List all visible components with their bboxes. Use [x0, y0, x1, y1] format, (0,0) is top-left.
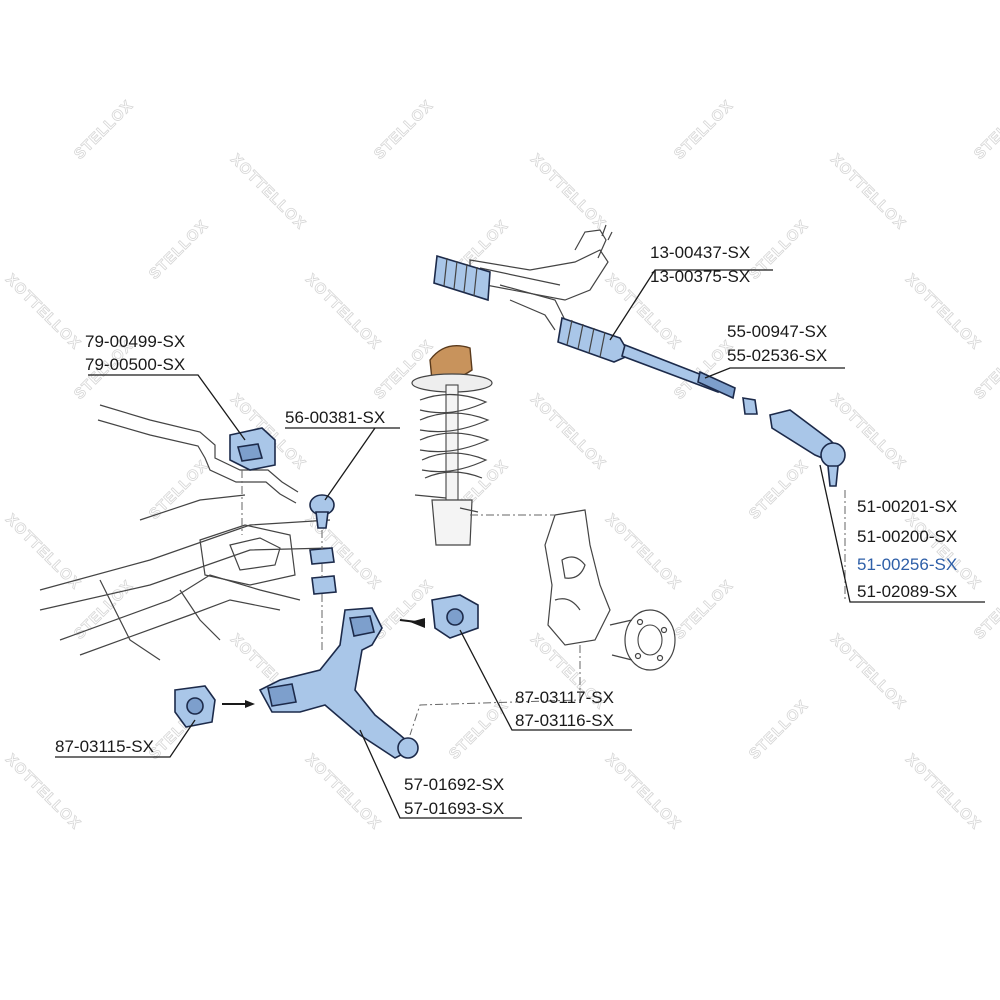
part-number: 51-00201-SX: [857, 497, 957, 516]
watermark-text: XOTTELLOX: [2, 271, 84, 353]
part-number: 13-00437-SX: [650, 243, 750, 262]
watermark-text: XOTTELLOX: [302, 751, 384, 833]
stabilizer-link: [309, 494, 337, 595]
part-number: 57-01692-SX: [404, 775, 504, 794]
part-number: 87-03116-SX: [515, 711, 614, 730]
part-number: 56-00381-SX: [285, 408, 385, 427]
watermark-text: STELLOX: [746, 217, 812, 283]
callout-tie-rod: 55-00947-SX 55-02536-SX: [727, 322, 827, 365]
part-number: 57-01693-SX: [404, 799, 504, 818]
callout-stabilizer-link: 56-00381-SX: [285, 408, 385, 427]
watermark-text: XOTTELLOX: [827, 151, 909, 233]
watermark-text: STELLOX: [746, 697, 812, 763]
callout-control-arm: 57-01692-SX 57-01693-SX: [404, 775, 504, 818]
part-number: 87-03117-SX: [515, 688, 614, 707]
watermark-text: XOTTELLOX: [2, 751, 84, 833]
watermark-text: STELLOX: [146, 457, 212, 523]
part-number: 87-03115-SX: [55, 737, 154, 756]
tie-rod-end: [769, 409, 846, 487]
assembly-arrows: [222, 618, 426, 708]
leader-lines: [55, 269, 985, 819]
strut-assembly: [411, 345, 493, 546]
watermark-text: STELLOX: [371, 337, 437, 403]
part-number: 79-00500-SX: [85, 355, 185, 374]
subframe-sketch: [39, 519, 331, 661]
watermark-text: XOTTELLOX: [902, 511, 984, 593]
watermark-text: XOTTELLOX: [902, 271, 984, 353]
watermark-text: STELLOX: [146, 217, 212, 283]
front-arm-bushing: [174, 685, 216, 728]
stabilizer-bar-sketch: [97, 404, 299, 521]
lower-control-arm: [258, 607, 419, 759]
watermark-text: XOTTELLOX: [302, 271, 384, 353]
steering-rack: [433, 224, 632, 363]
watermark-text: XOTTELLOX: [827, 631, 909, 713]
part-number: 51-00200-SX: [857, 527, 957, 546]
watermark-text: STELLOX: [446, 697, 512, 763]
rack-boot-left-icon: [433, 254, 491, 302]
rear-arm-bushing: [431, 594, 479, 639]
watermark-text: XOTTELLOX: [602, 751, 684, 833]
inner-tie-rod: [621, 343, 758, 415]
stabilizer-bushing: [229, 427, 276, 471]
watermark-text: STELLOX: [671, 577, 737, 643]
part-number-highlighted: 51-00256-SX: [857, 555, 957, 574]
watermark-text: STELLOX: [671, 97, 737, 163]
arrow-icon: [245, 700, 255, 708]
watermark-text: STELLOX: [371, 97, 437, 163]
callout-steering-rack: 13-00437-SX 13-00375-SX: [650, 243, 750, 286]
watermark-text: XOTTELLOX: [527, 151, 609, 233]
callout-stabilizer-bushing: 79-00499-SX 79-00500-SX: [85, 332, 185, 374]
watermark-text: XOTTELLOX: [2, 511, 84, 593]
watermark-text: XOTTELLOX: [602, 511, 684, 593]
watermark-text: STELLOX: [71, 97, 137, 163]
part-number: 55-02536-SX: [727, 346, 827, 365]
callout-tie-rod-end: 51-00201-SX 51-00200-SX 51-00256-SX 51-0…: [857, 497, 957, 601]
watermark-text: XOTTELLOX: [227, 151, 309, 233]
watermark-text: XOTTELLOX: [527, 391, 609, 473]
part-number: 13-00375-SX: [650, 267, 750, 286]
part-number: 55-00947-SX: [727, 322, 827, 341]
part-number: 79-00499-SX: [85, 332, 185, 351]
part-number: 51-02089-SX: [857, 582, 957, 601]
alignment-lines: [241, 470, 846, 736]
watermark-text: STELLOX: [746, 457, 812, 523]
callout-front-arm-bushing: 87-03115-SX: [55, 737, 154, 756]
watermark-text: STELLOX: [971, 97, 1000, 163]
watermark-text: XOTTELLOX: [902, 751, 984, 833]
watermark-pattern: STELLOXXOTTELLOXSTELLOXXOTTELLOXSTELLOXX…: [2, 97, 1000, 834]
watermark-text: STELLOX: [371, 577, 437, 643]
callout-rear-arm-bushing: 87-03117-SX 87-03116-SX: [515, 688, 614, 730]
knuckle-hub: [544, 509, 676, 671]
rack-boot-right-icon: [557, 316, 632, 363]
